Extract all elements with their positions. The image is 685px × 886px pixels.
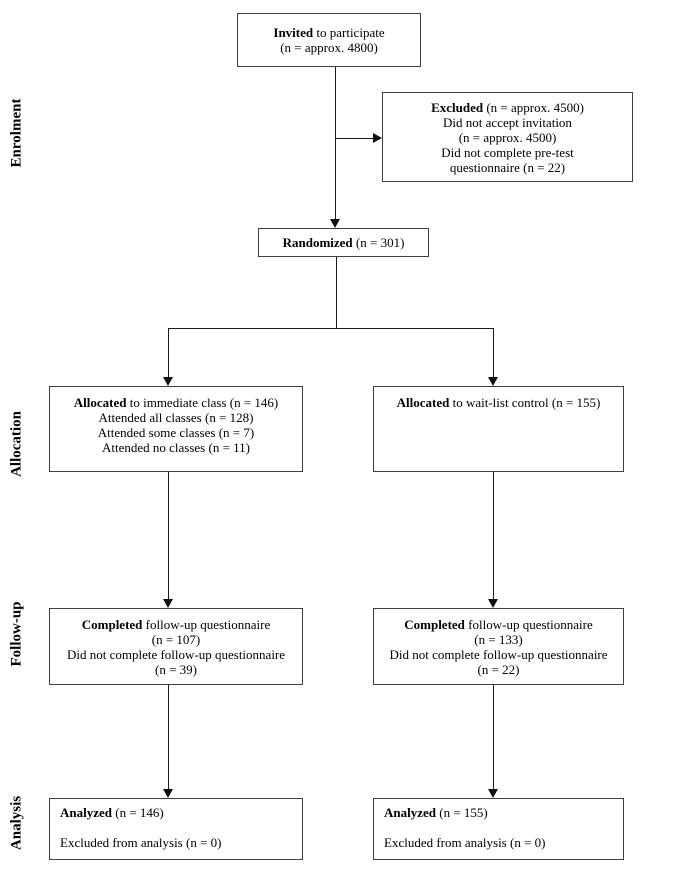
box-text-line: Attended no classes (n = 11) (101, 440, 250, 455)
box-text-line: Allocated to immediate class (n = 146) (73, 395, 279, 410)
connector-followup-to-analysis-immediate (168, 685, 169, 789)
box-text-line (54, 820, 298, 835)
arrowhead-right-excluded (373, 133, 382, 143)
connector-split-to-allocated-waitlist (493, 328, 494, 377)
box-followup-waitlist: Completed follow-up questionnaire (n = 1… (373, 608, 624, 685)
box-text-line: Completed follow-up questionnaire (81, 617, 271, 632)
box-text-line: Did not complete follow-up questionnaire (389, 647, 608, 662)
stage-label-analysis: Analysis (8, 795, 25, 851)
box-text-line: Excluded (n = approx. 4500) (431, 99, 584, 115)
box-text-line: (n = 107) (151, 632, 201, 647)
box-text-line: questionnaire (n = 22) (449, 159, 566, 175)
box-analysis-waitlist: Analyzed (n = 155) Excluded from analysi… (373, 798, 624, 860)
box-text-line: Did not accept invitation (443, 114, 572, 130)
box-text-line: Did not complete follow-up questionnaire (66, 647, 286, 662)
box-text-line: Did not complete pre-test (441, 144, 574, 160)
box-text-line: (n = 39) (155, 662, 197, 677)
box-text-line: (n = 133) (474, 632, 523, 647)
connector-allocated-to-followup-immediate (168, 472, 169, 599)
box-text-line: Excluded from analysis (n = 0) (60, 835, 222, 850)
box-text-line: Randomized (n = 301) (282, 235, 405, 250)
stage-label-follow-up: Follow-up (8, 601, 25, 667)
box-text-line: (n = approx. 4800) (280, 40, 378, 55)
box-text-line: Excluded from analysis (n = 0) (384, 835, 546, 850)
arrowhead-down-allocated-waitlist (488, 377, 498, 386)
arrowhead-down-allocated-immediate (163, 377, 173, 386)
box-text-line: Invited to participate (273, 25, 385, 40)
box-randomized: Randomized (n = 301) (258, 228, 429, 257)
connector-followup-to-analysis-waitlist (493, 685, 494, 789)
connector-branch-excluded (336, 138, 373, 139)
box-text-line: Completed follow-up questionnaire (404, 617, 593, 632)
arrowhead-down-followup-waitlist (488, 599, 498, 608)
box-text-line (378, 820, 619, 835)
box-excluded: Excluded (n = approx. 4500) Did not acce… (382, 92, 633, 182)
box-invited: Invited to participate (n = approx. 4800… (237, 13, 421, 67)
box-allocated-waitlist: Allocated to wait-list control (n = 155) (373, 386, 624, 472)
box-text-line: (n = approx. 4500) (458, 129, 557, 145)
arrowhead-down-randomized (330, 219, 340, 228)
box-text-line: Attended all classes (n = 128) (98, 410, 254, 425)
connector-split-to-allocated-immediate (168, 328, 169, 377)
connector-invited-to-randomized (335, 67, 336, 219)
box-text-line: Allocated to wait-list control (n = 155) (396, 395, 601, 410)
arrowhead-down-followup-immediate (163, 599, 173, 608)
box-followup-immediate: Completed follow-up questionnaire (n = 1… (49, 608, 303, 685)
connector-split-horizontal (168, 328, 494, 329)
stage-label-enrolment: Enrolment (8, 98, 25, 168)
box-text-line: Analyzed (n = 146) (60, 805, 164, 820)
stage-label-allocation: Allocation (8, 411, 25, 477)
connector-allocated-to-followup-waitlist (493, 472, 494, 599)
box-text-line: Attended some classes (n = 7) (97, 425, 255, 440)
connector-randomized-to-split (336, 257, 337, 328)
arrowhead-down-analysis-waitlist (488, 789, 498, 798)
box-text-line: (n = 22) (477, 662, 520, 677)
arrowhead-down-analysis-immediate (163, 789, 173, 798)
box-allocated-immediate: Allocated to immediate class (n = 146) A… (49, 386, 303, 472)
box-analysis-immediate: Analyzed (n = 146) Excluded from analysi… (49, 798, 303, 860)
box-text-line: Analyzed (n = 155) (384, 805, 488, 820)
